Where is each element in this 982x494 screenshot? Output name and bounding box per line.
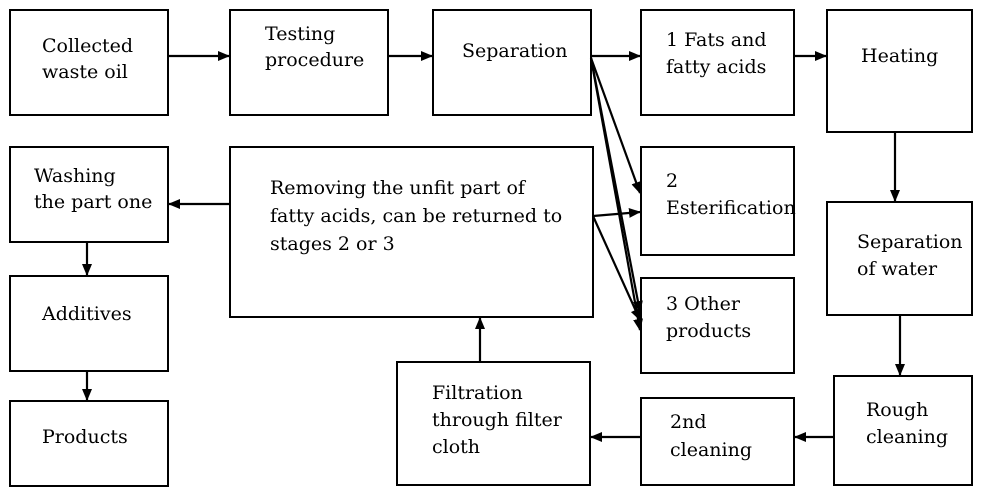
- node-additives: Additives: [9, 275, 169, 372]
- arrow-removing-to-esterification: [592, 207, 641, 218]
- arrow-separation-to-other-products-b: [589, 57, 643, 331]
- node-label: Heating: [861, 45, 938, 67]
- node-label: Additives: [41, 303, 132, 325]
- arrow-removing-to-other-products: [591, 215, 642, 321]
- node-label: Products: [42, 426, 128, 448]
- node-products: Products: [9, 400, 169, 487]
- node-label: Separation: [462, 40, 568, 62]
- node-heating: Heating: [826, 9, 973, 133]
- arrow-separation-to-esterification: [589, 57, 642, 194]
- node-separation: Separation: [432, 9, 592, 116]
